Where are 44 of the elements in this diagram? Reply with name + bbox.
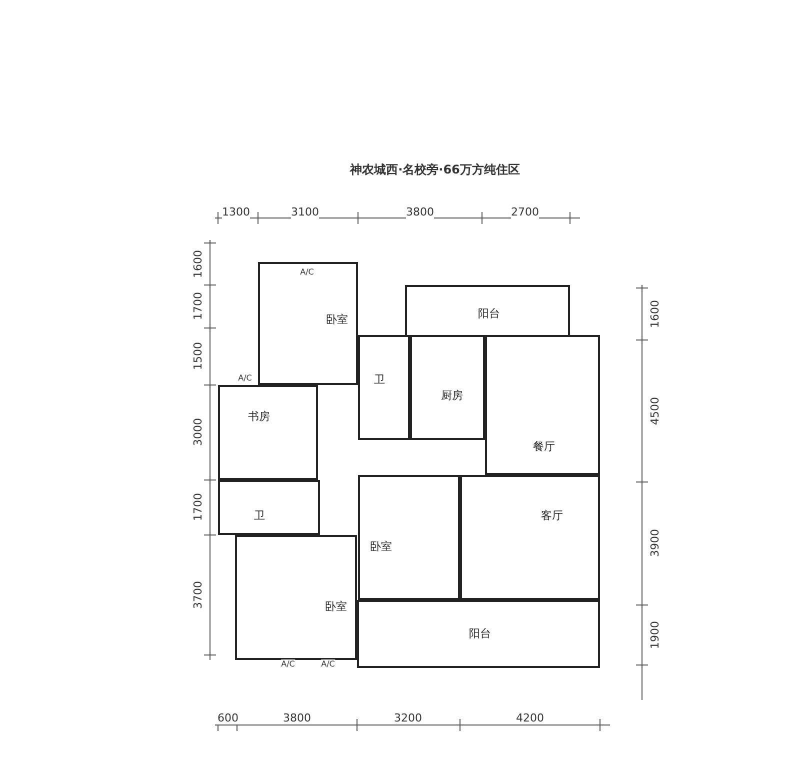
ac-unit-label: A/C <box>321 660 335 668</box>
room-label: 卫 <box>254 508 265 523</box>
dimension-label: 1700 <box>192 493 204 521</box>
dimension-label: 4500 <box>648 397 662 425</box>
bathroom <box>358 335 410 440</box>
dimension-label: 1600 <box>648 300 662 328</box>
dimension-label: 2700 <box>511 206 539 218</box>
dimension-label: 3200 <box>394 712 422 724</box>
room-label: 厨房 <box>441 388 463 403</box>
dimension-label: 1700 <box>192 292 204 320</box>
study-room <box>218 385 318 480</box>
dimension-label: 3800 <box>406 206 434 218</box>
dining-room <box>485 335 600 475</box>
bedroom <box>235 535 357 660</box>
dimension-label: 3000 <box>192 418 204 446</box>
dimension-label: 3700 <box>192 581 204 609</box>
dimension-label: 1900 <box>648 621 662 649</box>
room-label: 卧室 <box>325 599 347 614</box>
dimension-label: 4200 <box>516 712 544 724</box>
room-label: 卧室 <box>370 539 392 554</box>
dimension-label: 600 <box>218 712 238 724</box>
ac-unit-label: A/C <box>300 268 314 276</box>
room-label: 书房 <box>248 409 270 424</box>
bathroom <box>218 480 320 535</box>
living-room <box>460 475 600 600</box>
room-label: 卫 <box>374 372 385 387</box>
dimension-label: 3800 <box>283 712 311 724</box>
dimension-label: 3100 <box>291 206 319 218</box>
tagline: 神农城西·名校旁·66万方纯住区 <box>350 162 520 178</box>
ac-unit-label: A/C <box>238 374 252 382</box>
dimension-label: 1300 <box>222 206 250 218</box>
room-label: 阳台 <box>478 306 500 321</box>
bedroom <box>358 475 460 600</box>
dimension-label: 1500 <box>192 342 204 370</box>
room-label: 餐厅 <box>533 439 555 454</box>
room-label: 客厅 <box>541 508 563 523</box>
dimension-label: 1600 <box>192 250 204 278</box>
balcony <box>357 600 600 668</box>
room-label: 阳台 <box>469 626 491 641</box>
balcony <box>405 285 570 337</box>
kitchen <box>410 335 485 440</box>
bedroom <box>258 262 358 385</box>
dimension-label: 3900 <box>648 529 662 557</box>
room-label: 卧室 <box>326 312 348 327</box>
